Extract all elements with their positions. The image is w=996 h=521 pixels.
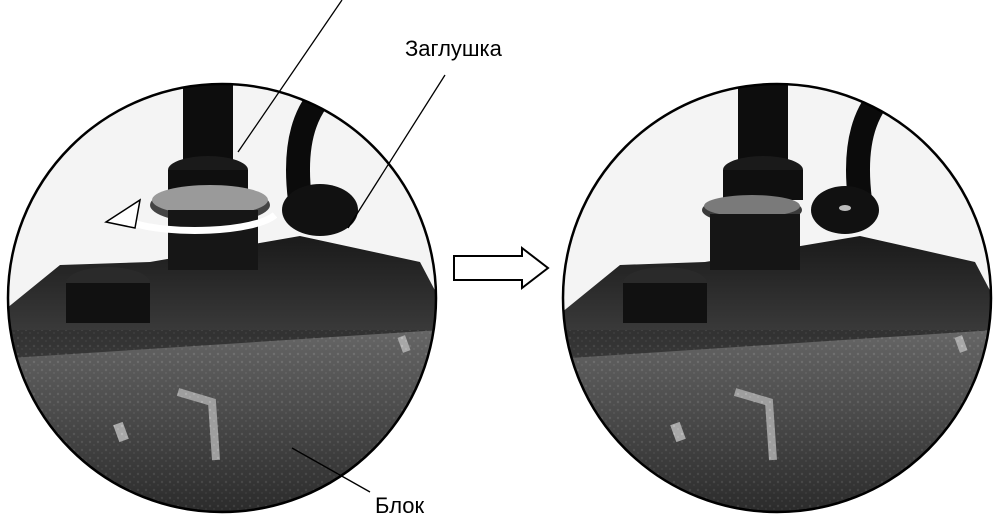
transition-arrow-icon [453,245,550,291]
connector-column [183,84,233,170]
leader-line-top [237,0,343,153]
rotation-arrow-icon [128,212,278,234]
right-photo [563,84,991,512]
cable [286,84,353,202]
plug-cap [282,184,358,236]
leader-line-plug [347,74,446,229]
left-photo [8,84,436,512]
leader-line-block [291,447,371,493]
label-plug: Заглушка [405,36,503,61]
label-block: Блок [375,493,425,518]
right-circle-frame [561,82,993,514]
left-circle-frame [6,82,438,514]
